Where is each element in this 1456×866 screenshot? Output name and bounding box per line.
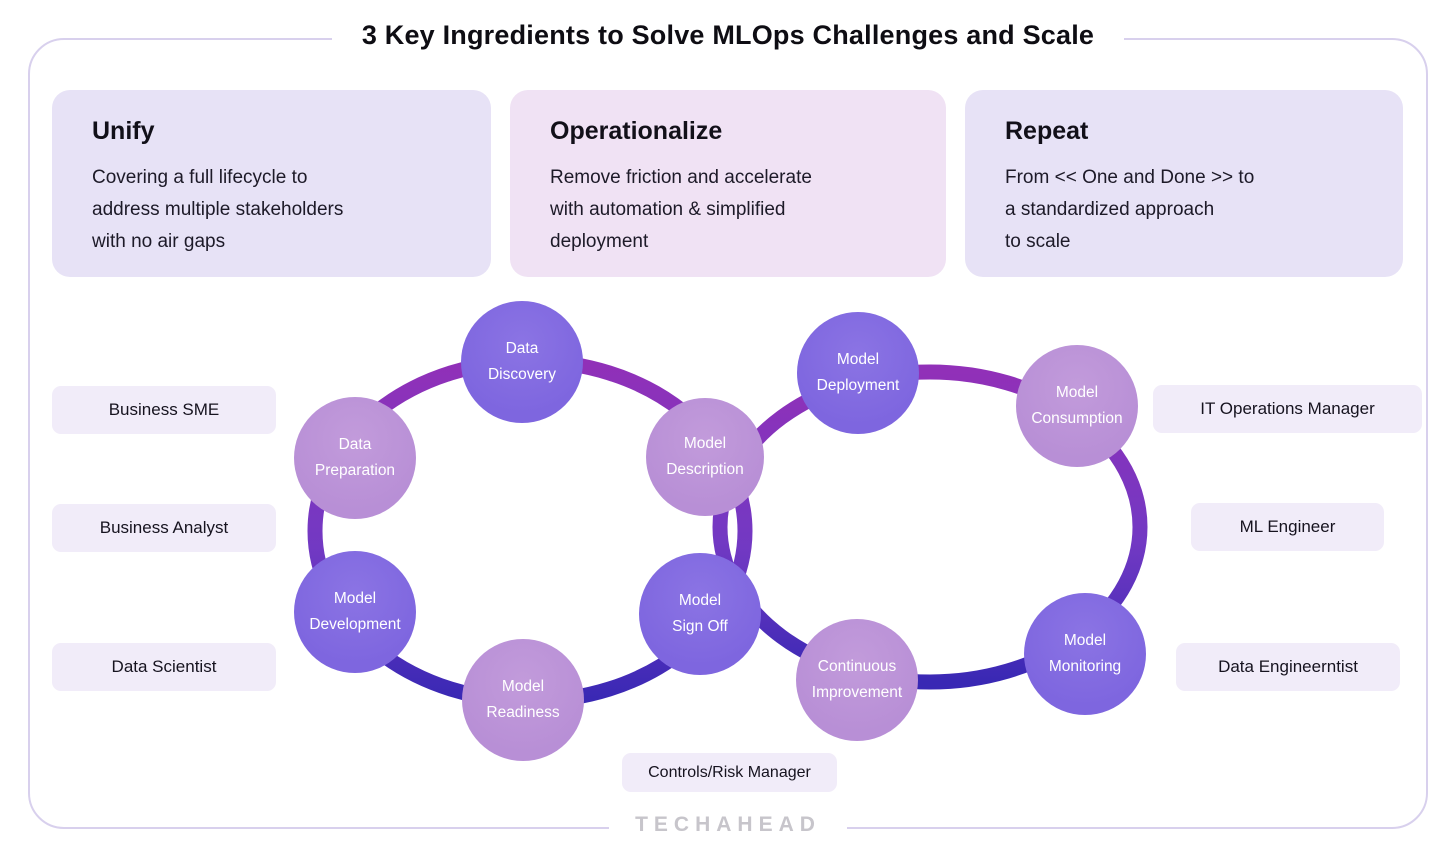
- footer-logo-row: TECHAHEAD: [0, 813, 1456, 837]
- node-model-monitoring: Model Monitoring: [1024, 593, 1146, 715]
- node-model-consumption-label: Model Consumption: [1031, 384, 1123, 427]
- page-title-text: 3 Key Ingredients to Solve MLOps Challen…: [331, 20, 1125, 51]
- card-unify: Unify Covering a full lifecycle to addre…: [52, 90, 491, 277]
- node-model-sign-off-label: Model Sign Off: [672, 592, 728, 635]
- node-model-readiness: Model Readiness: [462, 639, 584, 761]
- node-continuous-improvement-label: Continuous Improvement: [811, 658, 903, 701]
- card-repeat-body: From << One and Done >> to a standardize…: [1005, 167, 1255, 252]
- card-unify-heading: Unify: [92, 117, 155, 145]
- node-model-deployment: Model Deployment: [797, 312, 919, 434]
- node-model-deployment-label: Model Deployment: [816, 351, 900, 394]
- node-model-description: Model Description: [646, 398, 764, 516]
- node-data-discovery: Data Discovery: [461, 301, 583, 423]
- node-data-preparation: Data Preparation: [294, 397, 416, 519]
- role-ml-engineer: ML Engineer: [1191, 503, 1384, 551]
- card-operationalize: Operationalize Remove friction and accel…: [510, 90, 946, 277]
- role-business-analyst: Business Analyst: [52, 504, 276, 552]
- role-data-engineerntist: Data Engineerntist: [1176, 643, 1400, 691]
- role-business-sme: Business SME: [52, 386, 276, 434]
- role-it-operations-manager: IT Operations Manager: [1153, 385, 1422, 433]
- role-data-scientist: Data Scientist: [52, 643, 276, 691]
- card-operationalize-body: Remove friction and accelerate with auto…: [550, 167, 812, 252]
- node-model-description-label: Model Description: [666, 435, 744, 478]
- page-title: 3 Key Ingredients to Solve MLOps Challen…: [0, 20, 1456, 51]
- role-controls-risk-manager: Controls/Risk Manager: [622, 753, 837, 792]
- right-loop-ring: [712, 364, 1148, 690]
- card-unify-body: Covering a full lifecycle to address mul…: [92, 167, 344, 252]
- node-model-consumption: Model Consumption: [1016, 345, 1138, 467]
- node-model-readiness-label: Model Readiness: [486, 678, 560, 721]
- card-repeat: Repeat From << One and Done >> to a stan…: [965, 90, 1403, 277]
- node-continuous-improvement: Continuous Improvement: [796, 619, 918, 741]
- node-data-discovery-label: Data Discovery: [487, 340, 557, 383]
- techahead-logo: TECHAHEAD: [609, 813, 847, 837]
- node-data-preparation-label: Data Preparation: [314, 436, 396, 479]
- card-operationalize-heading: Operationalize: [550, 117, 723, 145]
- node-model-monitoring-label: Model Monitoring: [1048, 632, 1122, 675]
- node-model-development-label: Model Development: [309, 590, 401, 633]
- card-repeat-heading: Repeat: [1005, 117, 1089, 145]
- node-model-development: Model Development: [294, 551, 416, 673]
- node-model-sign-off: Model Sign Off: [639, 553, 761, 675]
